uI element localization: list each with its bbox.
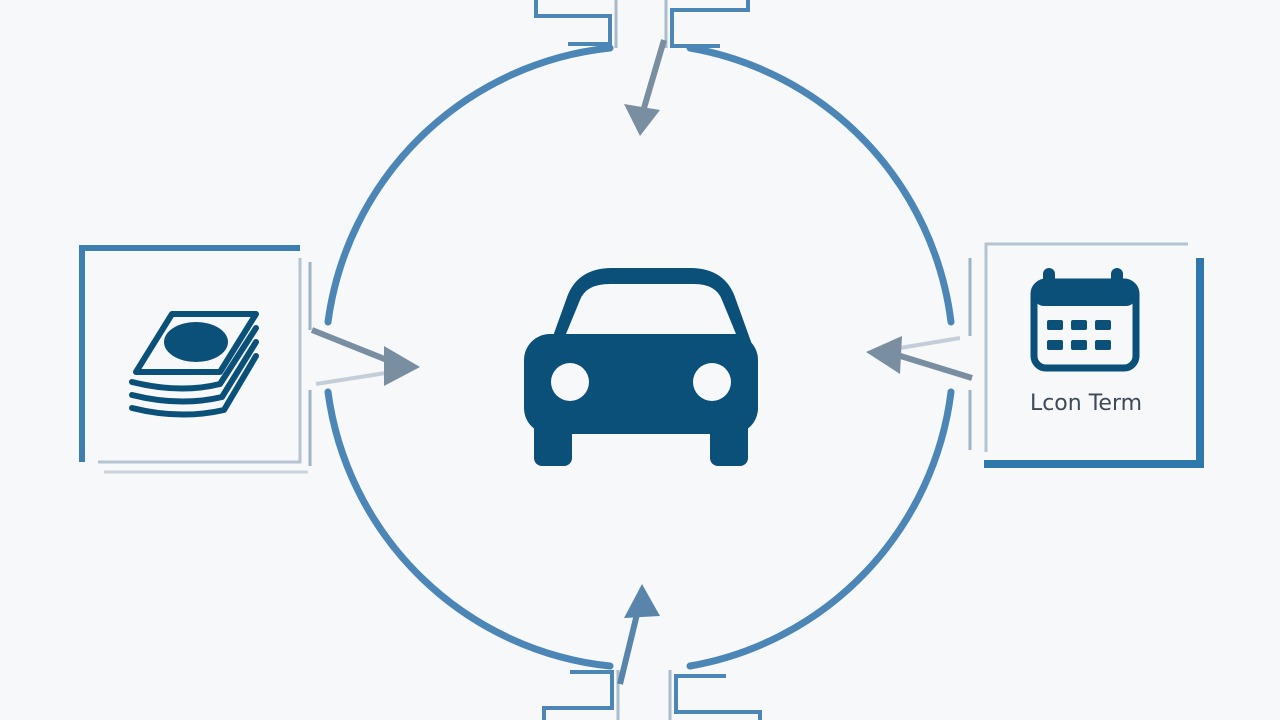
ring — [324, 44, 955, 670]
right-node-label: Lcon Term — [1030, 391, 1142, 416]
right-node-frame-outer — [984, 258, 1204, 468]
ring-arc-top-right — [686, 44, 955, 326]
left-arrow — [310, 327, 420, 386]
left-node — [79, 245, 312, 474]
top-arrow — [624, 39, 667, 136]
car-wheel-left — [534, 414, 572, 466]
left-node-frame-inner — [98, 258, 302, 464]
top-node — [534, 0, 750, 48]
ring-arc-bottom-right — [686, 388, 955, 670]
money-stack-icon — [129, 311, 259, 418]
ring-arc-top-left — [324, 44, 614, 326]
car-wheel-right — [710, 414, 748, 466]
bottom-node-frame-left — [542, 670, 614, 720]
bottom-arrow — [617, 584, 660, 685]
car-body — [524, 334, 758, 434]
bottom-node-frame-right — [674, 674, 762, 720]
car-window — [566, 284, 736, 334]
right-arrow — [866, 336, 973, 381]
ring-arc-bottom-left — [324, 388, 614, 670]
top-node-frame-left — [534, 0, 612, 46]
car-headlight-right — [693, 363, 731, 401]
bottom-node — [542, 670, 762, 720]
arrows — [310, 39, 973, 685]
right-node: Lcon Term — [968, 242, 1204, 468]
top-arrow-head — [624, 104, 660, 136]
car-icon — [524, 268, 758, 466]
bottom-arrow-head — [624, 584, 660, 618]
left-node-frame-outer — [79, 245, 300, 462]
left-arrow-head — [384, 346, 420, 386]
calendar-icon — [1030, 268, 1140, 372]
top-node-frame-right — [670, 0, 750, 48]
car-headlight-left — [551, 363, 589, 401]
right-node-frame-inner — [984, 242, 1188, 452]
right-arrow-head — [866, 336, 902, 374]
